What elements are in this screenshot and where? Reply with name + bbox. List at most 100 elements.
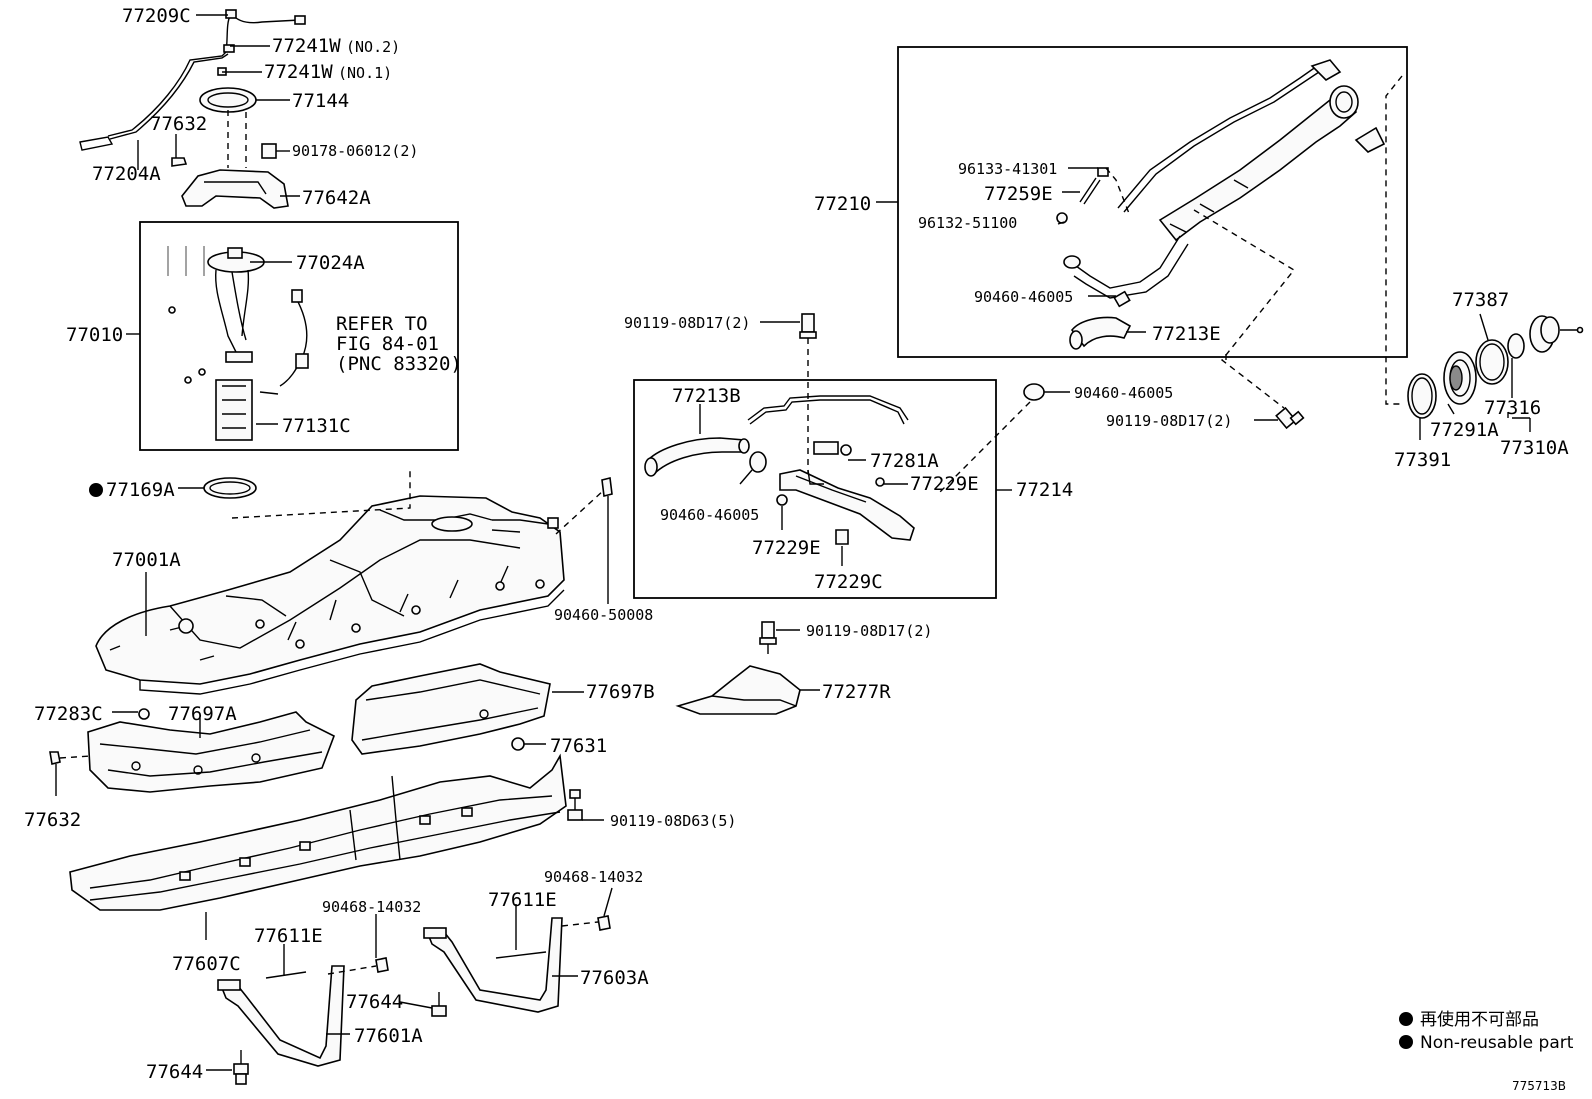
bolt-77611E-left [265,971,307,979]
label-90468-left: 90468-14032 [322,898,421,916]
label-77281A: 77281A [870,450,939,472]
label-77277R: 77277R [822,681,891,703]
fuel-tank-to-filler-pipe-box [633,379,997,599]
label-77169A: 77169A [106,479,175,501]
label-77241W-no2: 77241W [272,35,341,57]
legend-text-en: Non-reusable part [1420,1033,1574,1053]
label-77229C: 77229C [814,571,883,593]
bracket-77642A [181,169,289,209]
leader-lines [55,14,1531,1071]
label-90178: 90178-06012(2) [292,142,418,160]
clip-90468-left [375,957,389,973]
label-77632-top: 77632 [150,113,207,135]
figure-id: 775713B [1512,1079,1566,1093]
label-77213E: 77213E [1152,323,1221,345]
label-77603A: 77603A [580,967,649,989]
label-77144: 77144 [292,90,349,112]
fuel-inlet-pipe-box [897,46,1408,358]
label-77209C: 77209C [122,5,191,27]
label-77642A: 77642A [302,187,371,209]
legend-text-jp: 再使用不可部品 [1420,1009,1539,1030]
clip-96132-51100 [1056,212,1068,224]
clip-77229E-right [875,477,885,487]
protector-77607C [69,753,567,911]
strap-77603A [423,917,563,1013]
hose-77213E [1069,316,1132,350]
hose-77213B [644,437,750,477]
label-77611E-right: 77611E [488,889,557,911]
bolt-90119-08D17-right [1275,406,1305,430]
fuel-pump-body [215,379,253,441]
bolt-77644-mid [431,992,447,1017]
label-77644-bottom: 77644 [146,1061,203,1083]
insulator-77697A [87,711,336,793]
ring-77387 [1475,339,1509,385]
label-77001A: 77001A [112,549,181,571]
label-77601A: 77601A [354,1025,423,1047]
grommet-77632-top [171,157,188,167]
filler-neck-77291A [1443,351,1477,405]
label-77316: 77316 [1484,397,1541,419]
label-77241W-no2-suffix: (NO.2) [346,38,400,56]
legend-bullet-en [1399,1035,1413,1049]
strap-77601A [217,965,345,1067]
label-77229E-mid: 77229E [752,537,821,559]
label-90119-08D17-low: 90119-08D17(2) [806,622,932,640]
label-77611E-left: 77611E [254,925,323,947]
fuel-tank-77001A [95,495,565,695]
tube-assembly-77214 [779,441,915,541]
bolt-77644-bottom [233,1050,249,1085]
label-77310A: 77310A [1500,437,1569,459]
tube-77259E [1079,177,1101,205]
insulator-77697B [351,663,551,755]
fuel-cap-77310A [1529,315,1584,353]
label-77024A: 77024A [296,252,365,274]
label-77283C: 77283C [34,703,103,725]
label-90460-50008: 90460-50008 [554,606,653,624]
bolt-96133-41301 [1097,167,1109,177]
bolt-90119-08D63 [567,789,583,821]
label-refer-line2: FIG 84-01 [336,333,439,355]
label-77210: 77210 [814,193,871,215]
filler-pipe-77210 [1063,59,1386,299]
label-90460-46005-top: 90460-46005 [974,288,1073,306]
clip-77229E-mid [776,494,788,506]
label-77259E: 77259E [984,183,1053,205]
non-reusable-bullet-77169A [89,483,103,497]
label-77241W-no1-suffix: (NO.1) [338,64,392,82]
vent-tube-77213B-breather [747,395,909,425]
label-77631: 77631 [550,735,607,757]
bolt-90119-08D17-low [759,621,777,654]
fuel-pump-assembly [167,246,309,441]
oring-77316 [1507,333,1525,359]
clamp-90460-50008 [601,477,613,600]
label-77213B: 77213B [672,385,741,407]
label-96133: 96133-41301 [958,160,1057,178]
label-90119-08D17-center: 90119-08D17(2) [624,314,750,332]
grommet-77632-bottom [49,751,61,765]
label-77697B: 77697B [586,681,655,703]
label-77291A: 77291A [1430,419,1499,441]
label-90468-right: 90468-14032 [544,868,643,886]
label-90119-08D17-right: 90119-08D17(2) [1106,412,1232,430]
label-77697A: 77697A [168,703,237,725]
label-77241W-no1: 77241W [264,61,333,83]
label-77204A: 77204A [92,163,161,185]
clip-90468-right [597,915,611,931]
label-77391: 77391 [1394,449,1451,471]
label-refer-line1: REFER TO [336,313,428,335]
clamp-90460-46005-top [1113,290,1131,308]
label-90119-08D63: 90119-08D63(5) [610,812,736,830]
label-77010: 77010 [66,324,123,346]
gasket-77391 [1407,373,1437,419]
clamp-90460-46005-right [1023,383,1045,401]
bolt-77611E-right [495,951,547,959]
bolt-90119-08D17-center [799,313,817,339]
label-77214: 77214 [1016,479,1073,501]
clip-77229C [835,529,849,545]
gasket-77169A [203,477,257,499]
plug-77283C [138,708,150,720]
clamp-90460-46005-mid [749,451,767,473]
nut-90178 [261,143,277,159]
